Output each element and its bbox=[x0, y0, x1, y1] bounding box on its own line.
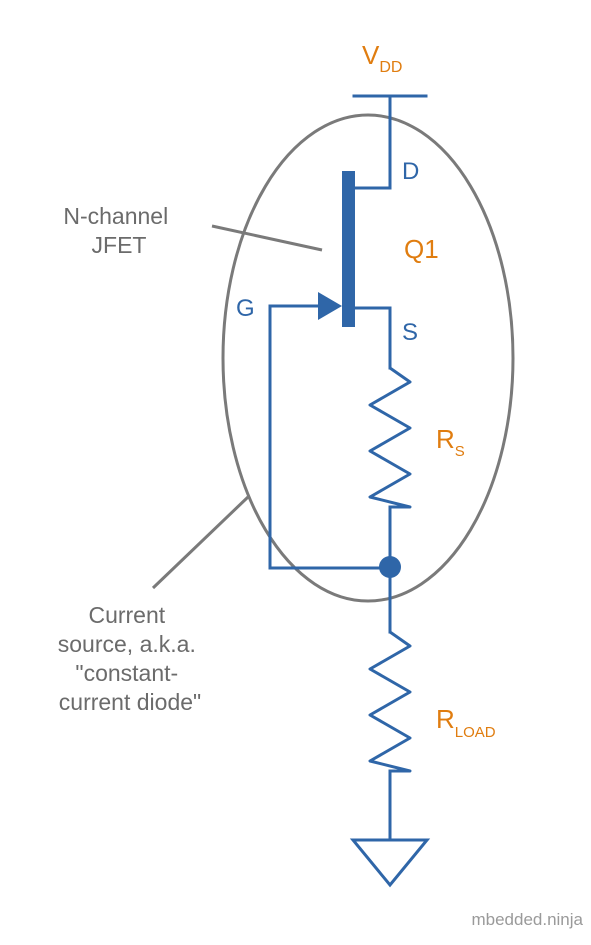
drain-label: D bbox=[402, 158, 419, 185]
resistor-rload bbox=[368, 630, 412, 773]
jfet-annotation: N-channel JFET bbox=[63, 203, 174, 258]
jfet-leader-line bbox=[211, 224, 323, 252]
source-label: S bbox=[402, 319, 418, 346]
current-source-outline bbox=[221, 113, 515, 603]
vdd-label: VDD bbox=[362, 40, 402, 76]
ground-symbol bbox=[349, 838, 431, 888]
resistor-rs bbox=[368, 366, 412, 509]
gate-label: G bbox=[236, 295, 255, 322]
rload-label: RLOAD bbox=[436, 704, 496, 741]
watermark: mbedded.ninja bbox=[471, 910, 583, 929]
rs-label: RS bbox=[436, 424, 465, 460]
current-source-leader-line bbox=[151, 495, 250, 590]
current-source-annotation: Current source, a.k.a. "constant- curren… bbox=[58, 602, 202, 715]
gate-arrow bbox=[318, 292, 342, 320]
source-wire bbox=[348, 306, 392, 370]
jfet-channel bbox=[342, 171, 355, 327]
drain-wire bbox=[348, 94, 392, 190]
q1-label: Q1 bbox=[404, 234, 439, 264]
gate-wire bbox=[268, 304, 392, 570]
